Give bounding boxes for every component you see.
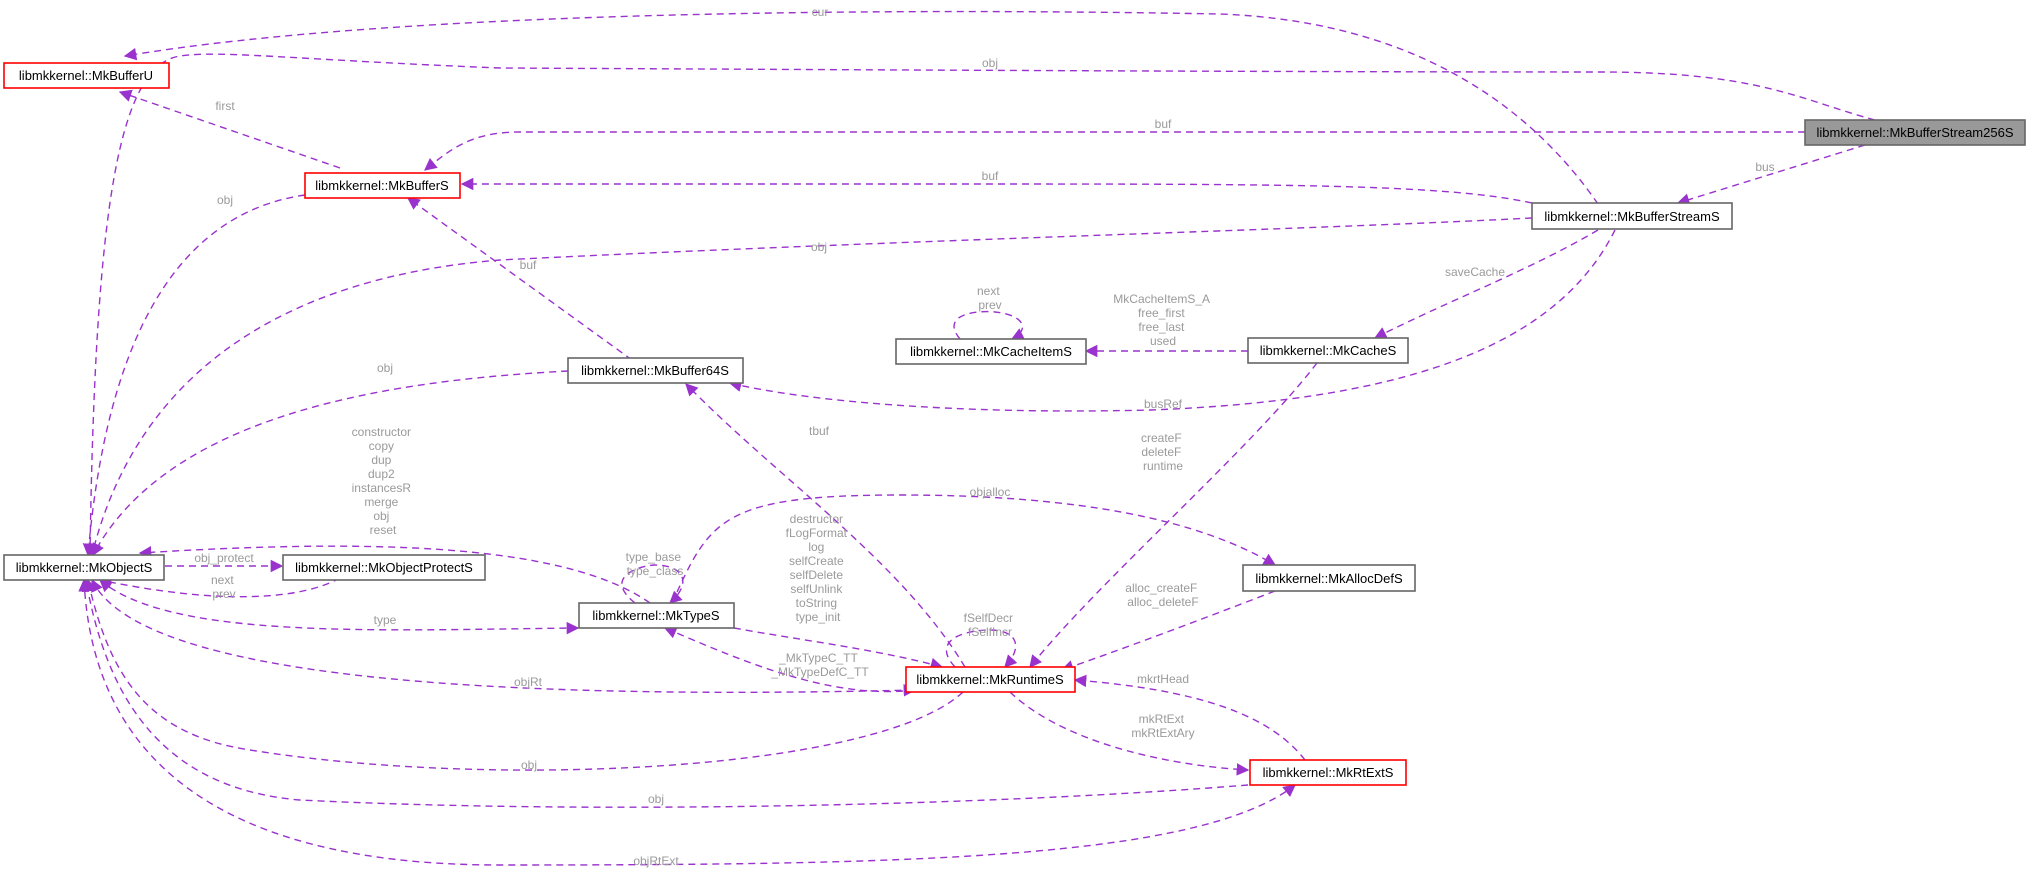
edge-label-fself: fSelfDecr fSelfIncr [964,611,1017,639]
edge-label-type-funcs: constructor copy dup dup2 instancesR mer… [352,425,415,537]
edge-label-cur: cur [812,5,829,19]
edge-label-obj-rtext: obj [648,792,664,806]
edge-busref [728,229,1616,412]
edge-obj-top [83,53,1876,557]
class-node-mkcaches[interactable]: libmkkernel::MkCacheS [1247,337,1409,364]
edge-label-bus: bus [1755,160,1774,174]
nodes-layer: libmkkernel::MkBufferU libmkkernel::MkBu… [3,62,2026,786]
edge-label-objrt: objRt [514,675,543,689]
edge-createF [1029,362,1318,668]
class-node-label: libmkkernel::MkBufferS [315,178,449,193]
edge-buf-64 [406,197,633,361]
class-node-label: libmkkernel::MkCacheS [1260,343,1397,358]
edge-label-obj-stream: obj [811,240,827,254]
edge-obj-stream [88,217,1533,557]
edge-label-obj-bufs: obj [217,193,233,207]
edge-label-type: type [374,613,397,627]
class-node-mkbuffer64s[interactable]: libmkkernel::MkBuffer64S [567,357,744,384]
class-node-mkbufferstream256s[interactable]: libmkkernel::MkBufferStream256S [1804,119,2026,146]
edge-label-busref: busRef [1144,397,1183,411]
edge-mkrthead [1073,674,1306,761]
edge-label-buf-top: buf [1155,117,1172,131]
class-node-label: libmkkernel::MkBufferStreamS [1544,209,1720,224]
class-node-label: libmkkernel::MkRuntimeS [916,672,1064,687]
class-node-label: libmkkernel::MkObjectS [16,560,153,575]
edge-label-obj-64: obj [377,361,393,375]
edge-label-rt-funcs: destructor fLogFormat log selfCreate sel… [786,512,851,624]
edge-label-obj-rt: obj [521,758,537,772]
edge-label-mkrtext: mkRtExt mkRtExtAry [1131,712,1194,740]
edge-bus [1676,144,1866,206]
edge-label-next-prev-obj: next prev [211,573,237,601]
edge-label-mkrthead: mkrtHead [1137,672,1189,686]
class-node-mkrtexts[interactable]: libmkkernel::MkRtExtS [1249,759,1407,786]
class-node-label: libmkkernel::MkAllocDefS [1255,571,1403,586]
class-node-mktypes[interactable]: libmkkernel::MkTypeS [578,602,735,629]
edge-obj-64 [92,370,569,557]
edge-obj-bufs [82,194,306,557]
class-node-mkobjectprotects[interactable]: libmkkernel::MkObjectProtectS [282,554,486,581]
edges-layer [78,10,1876,866]
edge-label-objrtext: objRtExt [633,854,679,868]
class-node-label: libmkkernel::MkObjectProtectS [295,560,473,575]
edge-next-prev-cache [953,310,1025,340]
edge-buf-stream [460,177,1533,204]
edge-cur [123,10,1599,205]
class-node-mkallocdefs[interactable]: libmkkernel::MkAllocDefS [1242,564,1416,592]
class-node-label: libmkkernel::MkTypeS [592,608,719,623]
class-node-mkcacheitems[interactable]: libmkkernel::MkCacheItemS [895,338,1087,365]
edge-objrtext [78,578,1296,866]
class-node-mkbuffers[interactable]: libmkkernel::MkBufferS [304,172,461,199]
class-node-label: libmkkernel::MkBuffer64S [581,363,729,378]
edge-label-tbuf: tbuf [809,424,830,438]
edge-label-createF: createF deleteF runtime [1141,431,1185,473]
class-node-label: libmkkernel::MkRtExtS [1263,765,1394,780]
edge-label-cacheitem-list: MkCacheItemS_A free_first free_last used [1113,292,1212,348]
edge-labels-layer: cur obj first buf bus obj buf obj buf ne… [194,5,1774,868]
edge-label-next-prev-cache: next prev [977,284,1003,312]
edge-objalloc [671,494,1277,604]
class-node-label: libmkkernel::MkCacheItemS [910,344,1072,359]
edge-buf-top [424,131,1805,171]
edge-label-savecache: saveCache [1445,265,1505,279]
edge-label-obj-protect: obj_protect [194,551,254,565]
edge-label-objalloc: objalloc [970,485,1011,499]
class-node-mkbufferu[interactable]: libmkkernel::MkBufferU [3,62,170,89]
edge-label-type-base: type_base type_class [626,550,685,578]
edge-label-mktypec: _MkTypeC_TT _MkTypeDefC_TT [770,651,869,679]
edge-label-buf-64: buf [520,258,537,272]
edge-label-alloc: alloc_createF alloc_deleteF [1125,581,1200,609]
class-node-mkbufferstreams[interactable]: libmkkernel::MkBufferStreamS [1531,202,1733,230]
class-node-mkruntimes[interactable]: libmkkernel::MkRuntimeS [905,666,1076,693]
edge-label-obj-top: obj [982,56,998,70]
class-node-label: libmkkernel::MkBufferU [19,68,153,83]
edge-label-first: first [215,99,235,113]
class-node-label: libmkkernel::MkBufferStream256S [1816,125,2013,140]
edge-type [99,579,580,635]
edge-first [118,89,341,169]
edge-savecache [1373,229,1599,339]
class-node-mkobjects[interactable]: libmkkernel::MkObjectS [3,554,165,581]
edge-label-buf-stream: buf [982,169,999,183]
